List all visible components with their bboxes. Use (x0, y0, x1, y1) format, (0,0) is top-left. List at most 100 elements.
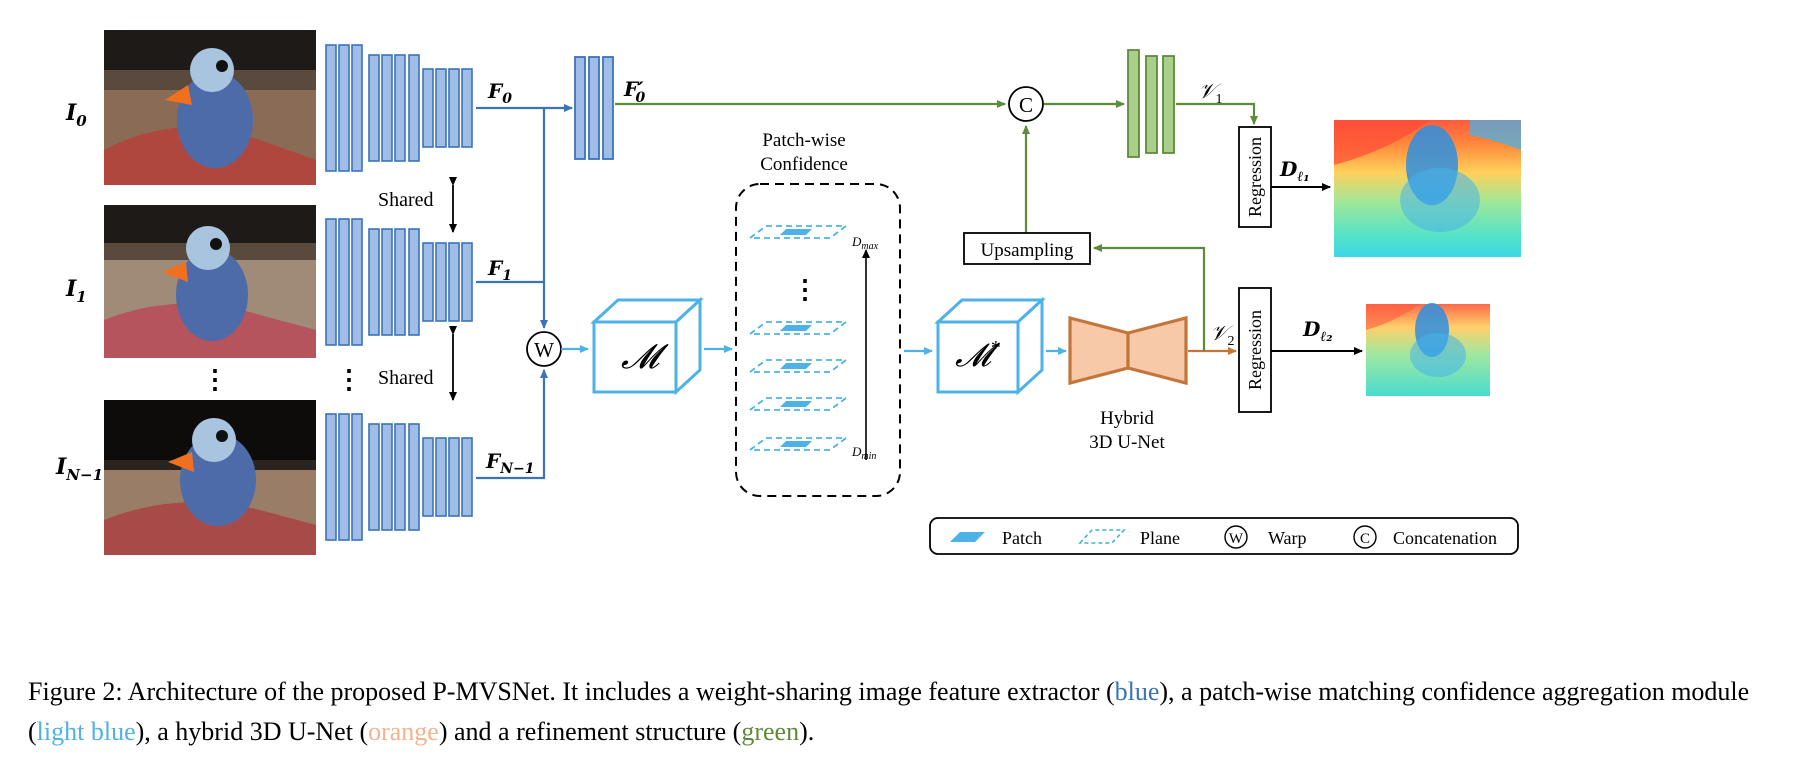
input-label-1: I1 (65, 276, 87, 306)
extractor-layer (435, 68, 447, 148)
input-image-1 (104, 205, 316, 358)
unet-label-1: Hybrid (1100, 408, 1154, 429)
cost-volume-m-star (934, 296, 1046, 396)
plane-stack (747, 225, 849, 451)
warp-operator: W (526, 331, 562, 367)
d-max-label: Dmax (851, 234, 879, 252)
depth-patch (780, 363, 812, 369)
legend-concat-label: Concatenation (1393, 528, 1497, 548)
caption-suffix: ). (799, 717, 815, 746)
extractor-layer (408, 228, 420, 336)
extractor-layer (394, 423, 406, 531)
extractor-layer (448, 437, 460, 517)
caption-light-blue: light blue (36, 717, 136, 746)
extractor-layer (422, 242, 434, 322)
feature-extractors (325, 44, 473, 541)
caption-mid2: ), a hybrid 3D U-Net ( (135, 717, 369, 746)
extractor-layer (448, 242, 460, 322)
regression-label-1: Regression (1245, 137, 1265, 217)
caption-blue: blue (1114, 677, 1160, 706)
depth-plane (747, 397, 849, 411)
vertical-dots-planes: ⋮ (792, 275, 818, 304)
caption-green: green (741, 717, 800, 746)
extractor-layer (325, 218, 337, 346)
depth-map-2 (1366, 303, 1490, 396)
extractor-layer (408, 423, 420, 531)
svg-text:C: C (1019, 93, 1033, 117)
patch-confidence-title-1: Patch-wise (762, 130, 845, 151)
feature-label-f0-prime: F′0 (623, 77, 645, 106)
extractor-layer (338, 44, 350, 172)
svg-text:C: C (1360, 531, 1370, 547)
depth-plane (747, 437, 849, 451)
refinement-block (1127, 49, 1175, 158)
extractor-layer (351, 44, 363, 172)
legend-concat-icon: C (1353, 525, 1377, 549)
legend-patch-icon (950, 532, 985, 542)
extractor-layer (435, 437, 447, 517)
input-label-n-1: IN−1 (55, 454, 103, 484)
extractor-layer (351, 413, 363, 541)
legend-warp-label: Warp (1268, 528, 1307, 548)
extractor-layer (338, 413, 350, 541)
vertical-dots-extractors: ⋮ (336, 365, 362, 394)
patch-confidence-box (735, 183, 901, 497)
depth-patch (780, 229, 812, 235)
depth-plane (747, 225, 849, 239)
regression-box-2 (1238, 287, 1272, 413)
input-label-0: I0 (65, 100, 87, 130)
extractor-layer (325, 44, 337, 172)
upsampling-label: Upsampling (981, 240, 1074, 261)
extractor-layer (381, 423, 393, 531)
extractor-layer (351, 218, 363, 346)
patch-confidence-title-2: Confidence (760, 154, 848, 175)
extractor-layer (338, 218, 350, 346)
refinement-flow-lines (615, 100, 1258, 351)
architecture-diagram: I0 I1 IN−1 ⋮ ⋮ Shared Shared F0 F1 FN−1 … (55, 30, 1521, 555)
svg-text:W: W (534, 338, 554, 362)
depth-patch (780, 401, 812, 407)
v2-label: 𝒱2 (1210, 321, 1235, 349)
extractor-layer (448, 68, 460, 148)
caption-mid3: ) and a refinement structure ( (438, 717, 742, 746)
depth-patch (780, 325, 812, 331)
extractor-layer (461, 437, 473, 517)
extractor-layer (408, 54, 420, 162)
d-min-label: Dmin (851, 444, 876, 462)
caption-orange: orange (368, 717, 439, 746)
feature-label-f0: F0 (487, 79, 512, 107)
shared-label-2: Shared (378, 367, 434, 389)
feature-flow-lines (476, 104, 573, 480)
extractor-layer (325, 413, 337, 541)
legend-plane-icon (1078, 529, 1126, 544)
f0-prime-block (574, 56, 614, 160)
regression-box-1 (1238, 126, 1272, 228)
extractor-layer (381, 54, 393, 162)
depth-plane (747, 359, 849, 373)
depth-label-2: Dℓ₂ (1302, 317, 1332, 345)
caption-prefix: Figure 2: Architecture of the proposed P… (28, 677, 1115, 706)
legend-patch-label: Patch (1002, 528, 1042, 548)
extractor-layer (394, 228, 406, 336)
extractor-layer (461, 68, 473, 148)
feature-label-fn-1: FN−1 (485, 449, 534, 477)
extractor-layer (422, 437, 434, 517)
caption-mid1: ), a patch-wise matching confidence aggr… (28, 677, 1750, 746)
extractor-layer (461, 242, 473, 322)
extractor-layer (422, 68, 434, 148)
extractor-layer (368, 423, 380, 531)
shared-label-1: Shared (378, 189, 434, 211)
legend-warp-icon: W (1224, 525, 1248, 549)
v1-label: 𝒱1 (1198, 79, 1223, 107)
extractor-layer (368, 228, 380, 336)
legend-plane-label: Plane (1140, 528, 1180, 548)
hybrid-3d-unet (1068, 315, 1188, 386)
extractor-layer (394, 54, 406, 162)
svg-text:W: W (1229, 531, 1244, 547)
feature-label-f1: F1 (487, 256, 512, 284)
depth-map-1 (1334, 120, 1521, 257)
input-image-0 (104, 30, 316, 185)
vertical-dots-inputs: ⋮ (202, 365, 228, 394)
depth-plane (747, 321, 849, 335)
regression-label-2: Regression (1245, 310, 1265, 390)
